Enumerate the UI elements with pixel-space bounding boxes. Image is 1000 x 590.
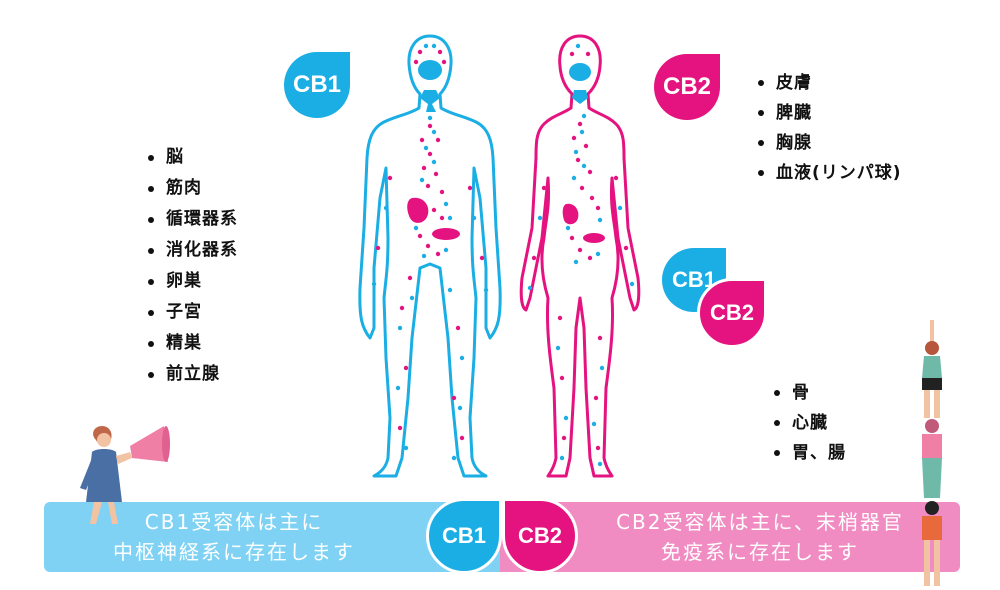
cb1-badge: CB1: [284, 52, 350, 118]
list-item: 循環器系: [144, 204, 238, 235]
list-item: 卵巣: [144, 266, 238, 297]
cb2-banner-text: CB2受容体は主に、末梢器官 免疫系に存在します: [616, 507, 904, 567]
cb2-shared-badge: CB2: [697, 278, 767, 348]
stacked-people-illustration: [922, 320, 942, 586]
cb2-banner-line2: 免疫系に存在します: [661, 540, 859, 564]
list-item: 心臓: [770, 408, 846, 438]
list-item: 血液(リンパ球): [754, 158, 902, 188]
cb2-banner-line1: CB2受容体は主に、末梢器官: [616, 510, 904, 534]
list-item: 皮膚: [754, 68, 902, 98]
list-item: 筋肉: [144, 173, 238, 204]
cb2-banner-badge: CB2: [502, 498, 578, 574]
cb1-banner-badge: CB1: [426, 498, 502, 574]
megaphone-woman-illustration: [80, 426, 170, 524]
list-item: 胃、腸: [770, 438, 846, 468]
cb1-banner-line2: 中枢神経系に存在します: [113, 540, 355, 564]
list-item: 脳: [144, 142, 238, 173]
list-item: 精巣: [144, 328, 238, 359]
cb1-banner-badge-label: CB1: [441, 523, 486, 548]
list-item: 骨: [770, 378, 846, 408]
list-item: 子宮: [144, 297, 238, 328]
cb2-organ-list: 皮膚 脾臓 胸腺 血液(リンパ球): [754, 68, 902, 188]
list-item: 前立腺: [144, 359, 238, 390]
list-item: 消化器系: [144, 235, 238, 266]
cb2-shared-badge-label: CB2: [709, 300, 754, 325]
cb1-organ-list: 脳 筋肉 循環器系 消化器系 卵巣 子宮 精巣 前立腺: [144, 142, 238, 390]
female-body-figure: [519, 34, 641, 478]
shared-organ-list: 骨 心臓 胃、腸: [770, 378, 846, 468]
cb2-badge-label: CB2: [662, 73, 711, 100]
list-item: 脾臓: [754, 98, 902, 128]
cb2-badge: CB2: [654, 54, 720, 120]
cb1-banner-text: CB1受容体は主に 中枢神経系に存在します: [113, 507, 355, 567]
cb1-banner-line1: CB1受容体は主に: [144, 510, 324, 534]
cb1-badge-label: CB1: [292, 71, 341, 98]
male-body-figure: [358, 34, 502, 478]
list-item: 胸腺: [754, 128, 902, 158]
cb2-banner-badge-label: CB2: [517, 523, 562, 548]
cb1-shared-badge: CB1: [662, 248, 726, 312]
